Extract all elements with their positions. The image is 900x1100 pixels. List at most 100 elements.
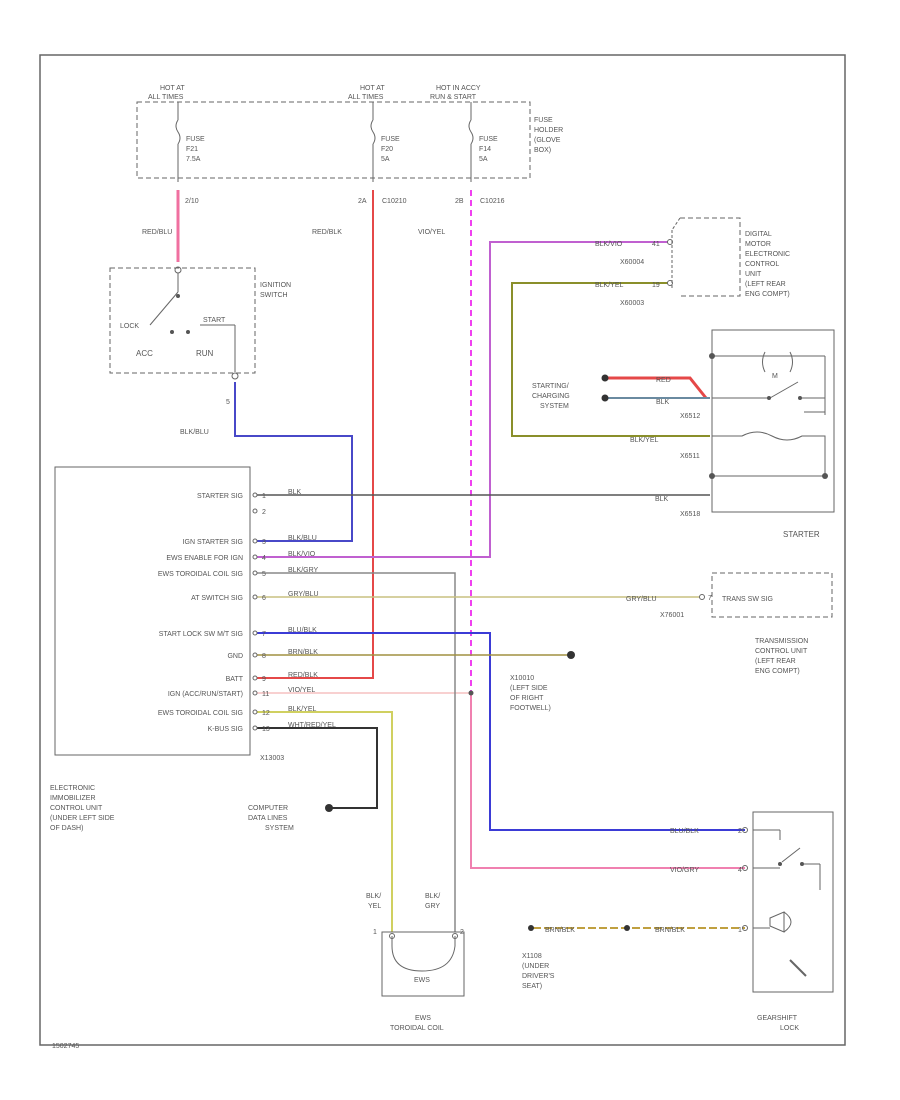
- pin-function-label: IGN STARTER SIG: [183, 539, 243, 546]
- svg-text:VIO/GRY: VIO/GRY: [670, 867, 699, 874]
- svg-text:X6512: X6512: [680, 413, 700, 420]
- wire-blk-blu: [234, 382, 353, 542]
- transmission-control-unit: GRY/BLU 7 X76001 TRANS SW SIG TRANSMISSI…: [626, 572, 833, 675]
- digital-motor-electronic-control-unit: BLK/VIO 41 X60004 BLK/YEL 19 X60003 DIGI…: [595, 217, 790, 307]
- wire-red-blk: [257, 190, 374, 679]
- ground-x1108: [528, 925, 534, 931]
- pin-number: 3: [262, 539, 266, 546]
- svg-text:X60003: X60003: [620, 300, 644, 307]
- ground-x1108-label: X1108 (UNDER DRIVER'S SEAT): [522, 953, 556, 990]
- charging-node-2: [601, 394, 609, 402]
- pin-terminal: [252, 675, 258, 681]
- wire-kbus: [257, 727, 378, 809]
- svg-text:START: START: [203, 317, 226, 324]
- svg-text:1: 1: [738, 927, 742, 934]
- immobilizer-pin-row: 2: [252, 508, 266, 516]
- svg-text:X60004: X60004: [620, 259, 644, 266]
- wire-blk-vio: [257, 241, 668, 558]
- svg-text:EWS: EWS: [414, 977, 430, 984]
- svg-text:X6518: X6518: [680, 511, 700, 518]
- gearshift-lock: BLU/BLK 2 VIO/GRY 4 BRN/BLK BRN/BLK 1 GE…: [545, 811, 834, 1032]
- pin-function-label: BATT: [226, 676, 244, 683]
- svg-text:TRANSMISSION CONTROL UNI: TRANSMISSION CONTROL UNIT (LEFT REAR ENG…: [755, 638, 810, 675]
- svg-text:LOCK: LOCK: [120, 323, 139, 330]
- svg-text:2/10: 2/10: [185, 198, 199, 205]
- svg-text:4: 4: [738, 867, 742, 874]
- pin-number: 13: [262, 726, 270, 733]
- wire-color-label: WHT/RED/YEL: [288, 722, 336, 729]
- wire-color-label: RED/BLK: [288, 672, 318, 679]
- svg-text:BLK: BLK: [655, 496, 669, 503]
- svg-text:BLK/YEL: BLK/YEL: [366, 893, 381, 910]
- svg-text:RUN: RUN: [196, 349, 214, 358]
- wire-blk-gry: [257, 572, 456, 932]
- pin-terminal: [252, 570, 258, 576]
- svg-text:BLK/VIO: BLK/VIO: [595, 241, 623, 248]
- svg-text:RED: RED: [656, 377, 671, 384]
- svg-text:2B: 2B: [455, 198, 464, 205]
- svg-text:RED/BLU: RED/BLU: [142, 229, 172, 236]
- pin-terminal: [252, 652, 258, 658]
- wire-color-label: BLK/YEL: [288, 706, 317, 713]
- pin-function-label: IGN (ACC/RUN/START): [168, 691, 243, 698]
- splice-dot: [468, 690, 474, 696]
- svg-text:C10216: C10216: [480, 198, 505, 205]
- pin-function-label: START LOCK SW M/T SIG: [159, 631, 243, 638]
- pin-function-label: STARTER SIG: [197, 493, 243, 500]
- svg-text:2: 2: [460, 929, 464, 936]
- pin-number: 1: [262, 493, 266, 500]
- pin-terminal: [252, 594, 258, 600]
- svg-text:TRANS SW SIG: TRANS SW SIG: [722, 596, 773, 603]
- pin-function-label: AT SWITCH SIG: [191, 595, 243, 602]
- pin-number: 8: [262, 653, 266, 660]
- svg-text:GRY/BLU: GRY/BLU: [626, 596, 657, 603]
- wire-color-label: BLK/GRY: [288, 567, 319, 574]
- pin-terminal: [252, 690, 258, 696]
- svg-text:X76001: X76001: [660, 612, 684, 619]
- pin-terminal: [252, 492, 258, 498]
- wire-starter-red: [606, 376, 708, 399]
- ground-x10010-label: X10010 (LEFT SIDE OF RIGHT FOOTWELL): [510, 675, 551, 712]
- svg-text:X13003: X13003: [260, 755, 284, 762]
- svg-text:X6511: X6511: [680, 453, 700, 460]
- svg-text:STARTER: STARTER: [783, 530, 820, 539]
- wire-blk-yel-dme: [511, 282, 710, 437]
- wire-color-label: BLU/BLK: [288, 627, 317, 634]
- svg-text:ELECTRONIC IMMOBILIZER: ELECTRONIC IMMOBILIZER CONTROL UNIT (UND…: [50, 785, 116, 832]
- svg-text:41: 41: [652, 241, 660, 248]
- computer-data-node: [325, 804, 333, 812]
- pin-number: 2: [262, 509, 266, 516]
- wire-color-label: VIO/YEL: [288, 687, 315, 694]
- svg-text:VIO/YEL: VIO/YEL: [418, 229, 445, 236]
- svg-text:BRN/BLK: BRN/BLK: [545, 927, 575, 934]
- wire-vio-yel-lower: [470, 695, 745, 869]
- svg-text:ACC: ACC: [136, 349, 153, 358]
- computer-data-lines-label: COMPUTER DATA LINES SYSTEM: [248, 805, 294, 832]
- svg-text:1: 1: [373, 929, 377, 936]
- wire-color-label: GRY/BLU: [288, 591, 319, 598]
- svg-text:BLK/BLU: BLK/BLU: [180, 429, 209, 436]
